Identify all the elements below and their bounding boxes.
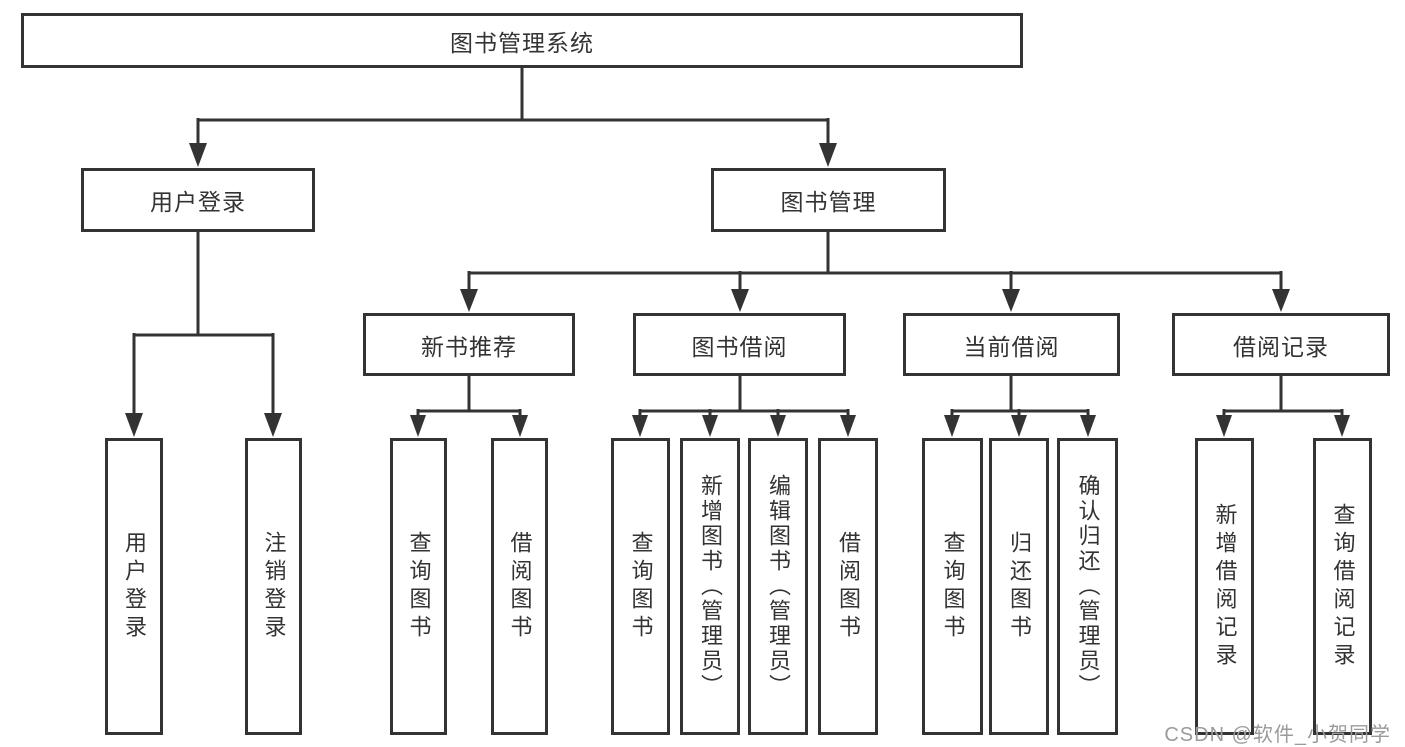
leaf-borrow-add-book-admin: 新增图书（管理员） <box>680 438 740 735</box>
leaf-user-login: 用户登录 <box>105 438 163 735</box>
node-borrow-records-label: 借阅记录 <box>1233 333 1329 360</box>
leaf-borrow-borrow-book-label: 借阅图书 <box>836 530 861 643</box>
leaf-logout-login-label: 注销登录 <box>261 530 287 643</box>
leaf-borrow-query-book-label: 查询图书 <box>628 530 654 643</box>
leaf-records-query-record: 查询借阅记录 <box>1313 438 1372 735</box>
arrowhead-icons <box>125 143 1350 437</box>
node-current-borrow-label: 当前借阅 <box>963 333 1060 360</box>
leaf-records-add-record-label: 新增借阅记录 <box>1212 502 1238 671</box>
node-user-login-label: 用户登录 <box>150 189 246 215</box>
leaf-borrow-edit-book-admin-label: 编辑图书（管理员） <box>766 474 791 699</box>
leaf-borrow-edit-book-admin: 编辑图书（管理员） <box>748 438 808 735</box>
node-current-borrow: 当前借阅 <box>903 313 1120 376</box>
node-new-book-recommend: 新书推荐 <box>363 313 575 376</box>
leaf-recommend-query-book: 查询图书 <box>390 438 447 735</box>
leaf-records-add-record: 新增借阅记录 <box>1195 438 1254 735</box>
leaf-current-return-book-label: 归还图书 <box>1007 530 1032 643</box>
node-book-management: 图书管理 <box>711 168 946 232</box>
node-new-book-recommend-label: 新书推荐 <box>421 333 517 360</box>
leaf-user-login-label: 用户登录 <box>122 530 147 643</box>
leaf-recommend-borrow-book: 借阅图书 <box>491 438 548 735</box>
node-book-borrow-label: 图书借阅 <box>691 333 788 360</box>
leaf-borrow-borrow-book: 借阅图书 <box>818 438 878 735</box>
node-book-borrow: 图书借阅 <box>633 313 846 376</box>
node-user-login: 用户登录 <box>81 168 315 232</box>
leaf-borrow-add-book-admin-label: 新增图书（管理员） <box>698 474 723 699</box>
leaf-records-query-record-label: 查询借阅记录 <box>1330 502 1356 671</box>
node-root-label: 图书管理系统 <box>450 29 594 56</box>
leaf-current-confirm-return-admin: 确认归还（管理员） <box>1057 438 1118 735</box>
leaf-borrow-query-book: 查询图书 <box>611 438 670 735</box>
leaf-current-query-book: 查询图书 <box>922 438 983 735</box>
node-root: 图书管理系统 <box>21 13 1023 68</box>
node-borrow-records: 借阅记录 <box>1172 313 1390 376</box>
leaf-logout-login: 注销登录 <box>245 438 302 735</box>
leaf-current-confirm-return-admin-label: 确认归还（管理员） <box>1075 474 1101 699</box>
leaf-recommend-borrow-book-label: 借阅图书 <box>507 530 533 643</box>
leaf-current-query-book-label: 查询图书 <box>940 530 966 643</box>
watermark: CSDN @软件_小贺同学 <box>1164 724 1391 746</box>
node-book-management-label: 图书管理 <box>780 189 877 215</box>
leaf-recommend-query-book-label: 查询图书 <box>406 530 432 643</box>
leaf-current-return-book: 归还图书 <box>989 438 1049 735</box>
